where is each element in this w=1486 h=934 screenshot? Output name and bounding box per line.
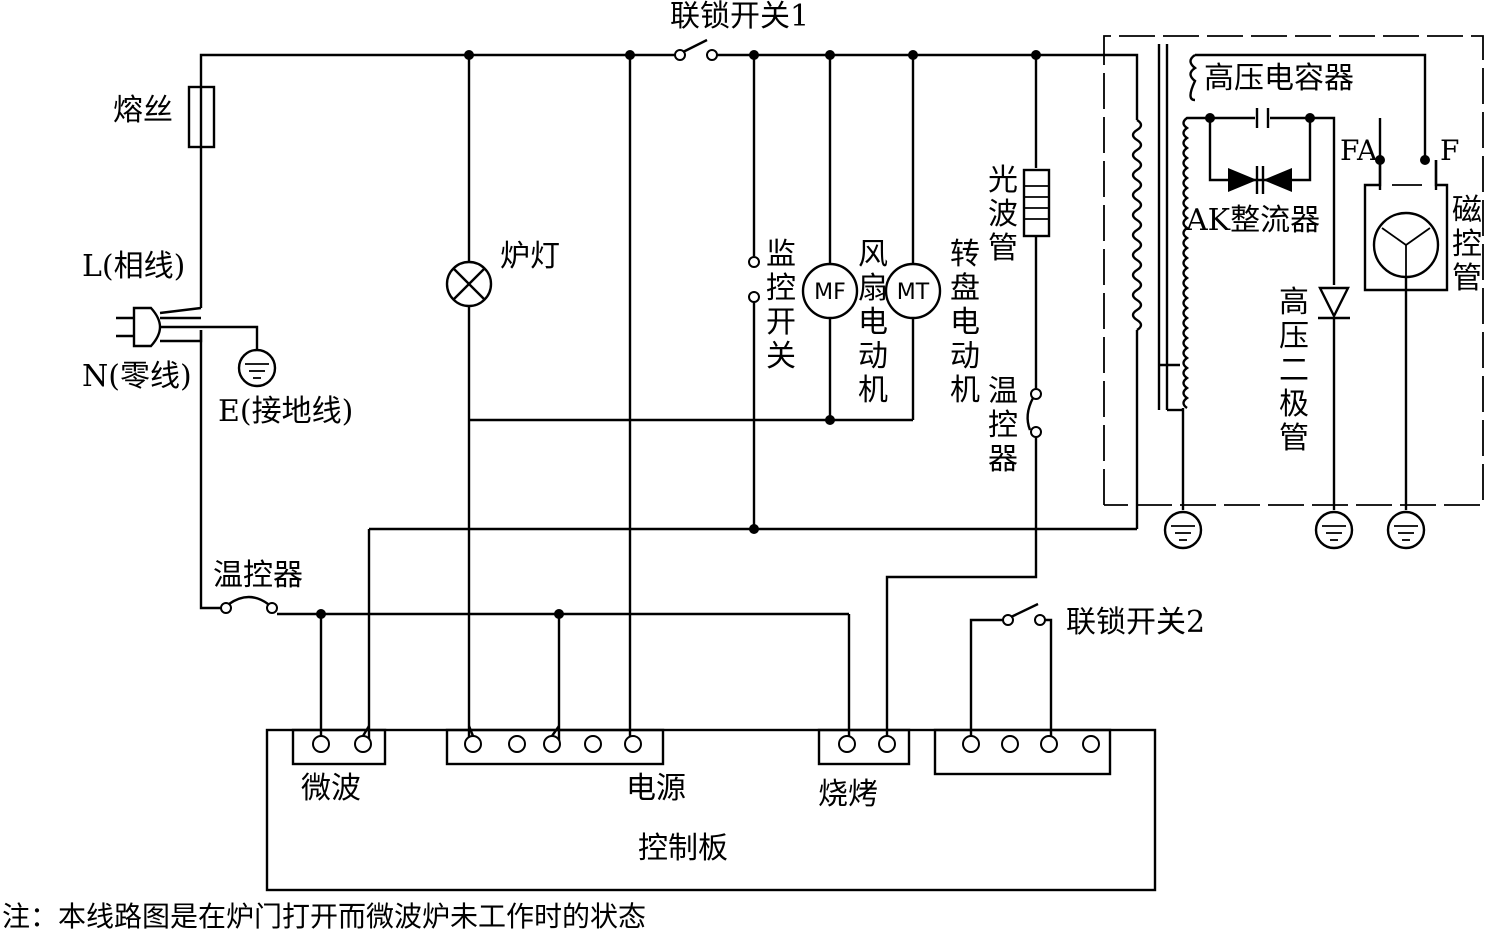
hv-diode-label: 高 压 二 极 管 <box>1279 285 1309 456</box>
interlock-switch-1-symbol <box>674 38 718 61</box>
svg-text:磁: 磁 <box>1452 193 1482 228</box>
svg-text:扇: 扇 <box>858 271 888 306</box>
junction-dots <box>316 50 1041 619</box>
earth-wire-label: E(接地线) <box>218 394 353 429</box>
interlock-terminal-block <box>933 728 1112 776</box>
svg-text:控: 控 <box>1452 227 1482 262</box>
f-terminal-label: F <box>1440 134 1459 167</box>
svg-text:动: 动 <box>950 339 980 374</box>
neutral-wire-label: N(零线) <box>82 359 192 394</box>
svg-text:盘: 盘 <box>950 271 980 306</box>
ground-symbol-magnetron <box>1386 510 1426 550</box>
svg-text:二: 二 <box>1279 353 1309 388</box>
svg-text:电: 电 <box>858 305 888 340</box>
power-label: 电源 <box>626 771 686 806</box>
svg-text:控: 控 <box>988 408 1018 443</box>
light-wave-tube-symbol <box>1022 168 1051 238</box>
hv-capacitor-label: 高压电容器 <box>1204 61 1354 96</box>
magnetron-label: 磁 控 管 <box>1452 193 1482 296</box>
note-text: 注：本线路图是在炉门打开而微波炉未工作时的状态 <box>2 900 646 933</box>
fa-terminal-label: FA <box>1340 134 1378 167</box>
microwave-label: 微波 <box>301 771 361 806</box>
turntable-motor-symbol-text: MT <box>897 280 930 305</box>
thermostat-right-symbol <box>1026 388 1042 438</box>
monitor-switch-symbol <box>748 256 760 303</box>
svg-text:光: 光 <box>988 163 1018 198</box>
svg-text:电: 电 <box>950 305 980 340</box>
monitor-switch-label: 监 控 开 关 <box>766 237 796 374</box>
fuse-symbol <box>187 85 216 149</box>
oven-lamp-label: 炉灯 <box>500 239 560 274</box>
ground-symbol-diode <box>1314 510 1354 550</box>
turntable-motor-symbol <box>884 262 942 320</box>
hv-diode-symbol <box>1318 286 1350 320</box>
ak-rectifier-label: AK整流器 <box>1185 203 1320 238</box>
svg-text:压: 压 <box>1279 319 1309 354</box>
microwave-terminal-block <box>291 728 387 766</box>
svg-text:极: 极 <box>1279 387 1309 422</box>
svg-text:监: 监 <box>766 237 796 272</box>
svg-text:机: 机 <box>858 373 888 408</box>
svg-text:机: 机 <box>950 373 980 408</box>
thermostat-left-label: 温控器 <box>213 558 303 593</box>
interlock-switch-2-symbol <box>1002 602 1046 626</box>
svg-text:关: 关 <box>766 339 796 374</box>
ak-rectifier-symbol <box>1228 166 1292 194</box>
fan-motor-label: 风 扇 电 动 机 <box>858 237 888 408</box>
ground-symbol-transformer <box>1163 510 1203 550</box>
svg-text:转: 转 <box>950 237 980 272</box>
oven-lamp-symbol <box>445 260 493 308</box>
svg-text:波: 波 <box>988 197 1018 232</box>
magnetron-symbol <box>1363 160 1449 510</box>
control-board <box>265 725 1157 892</box>
earth-ground-symbol <box>237 348 277 388</box>
grill-label: 烧烤 <box>818 777 878 812</box>
svg-text:管: 管 <box>1452 261 1482 296</box>
svg-text:管: 管 <box>988 231 1018 266</box>
grill-terminal-block <box>817 728 911 766</box>
svg-text:开: 开 <box>766 305 796 340</box>
turntable-motor-label: 转 盘 电 动 机 <box>950 237 980 408</box>
svg-text:控: 控 <box>766 271 796 306</box>
light-wave-tube-label: 光 波 管 <box>988 163 1018 266</box>
live-wire-label: L(相线) <box>82 249 185 284</box>
thermostat-left-symbol <box>220 595 278 614</box>
fuse-label: 熔丝 <box>113 93 173 128</box>
fan-motor-symbol <box>801 262 859 320</box>
svg-text:风: 风 <box>858 237 888 272</box>
transformer-primary-coil <box>1131 118 1143 332</box>
svg-text:高: 高 <box>1279 285 1309 320</box>
high-voltage-section <box>1103 35 1484 550</box>
svg-text:管: 管 <box>1279 421 1309 456</box>
control-board-label: 控制板 <box>638 831 728 866</box>
interlock-switch-1-label: 联锁开关1 <box>670 0 809 34</box>
svg-text:温: 温 <box>988 374 1018 409</box>
transformer-secondary-coil <box>1182 116 1210 409</box>
thermostat-right-label: 温 控 器 <box>988 374 1018 477</box>
svg-text:器: 器 <box>988 442 1018 477</box>
fan-motor-symbol-text: MF <box>814 280 846 305</box>
svg-text:动: 动 <box>858 339 888 374</box>
interlock-switch-2-label: 联锁开关2 <box>1066 605 1205 640</box>
power-plug-symbol <box>116 306 259 350</box>
